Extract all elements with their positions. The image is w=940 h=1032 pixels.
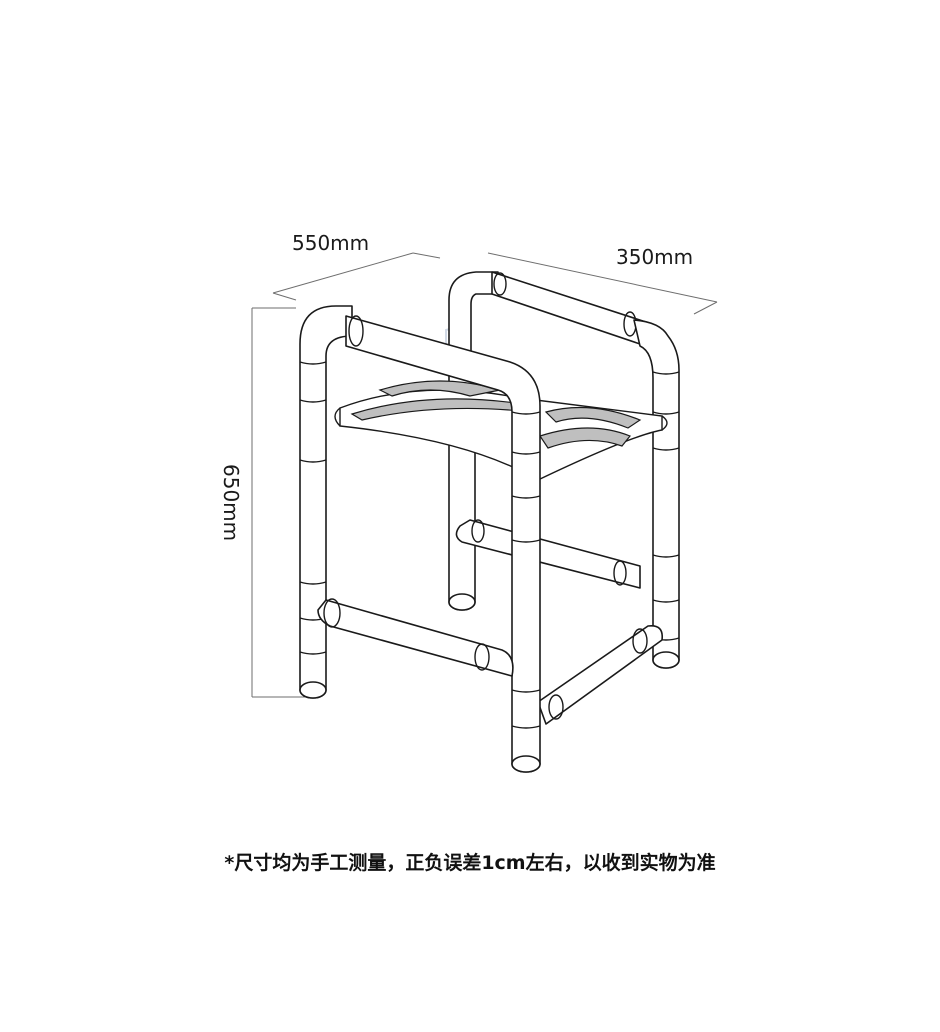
depth-label: 350mm [616, 245, 693, 269]
bottom-side-rail [537, 624, 664, 725]
front-bottom-rail [317, 598, 514, 677]
measurement-note: *尺寸均为手工测量，正负误差1cm左右，以收到实物为准 [224, 852, 716, 874]
seat [334, 380, 668, 481]
height-dimension: 650mm [219, 307, 306, 698]
front-right-leg [345, 315, 541, 773]
height-label: 650mm [219, 464, 243, 541]
width-dimension: 550mm [272, 231, 441, 301]
middle-rail [455, 519, 641, 589]
front-left-leg [299, 305, 353, 699]
back-left-leg [448, 429, 476, 611]
width-label: 550mm [292, 231, 369, 255]
depth-dimension: 350mm [487, 245, 718, 315]
back-frame [448, 271, 680, 669]
